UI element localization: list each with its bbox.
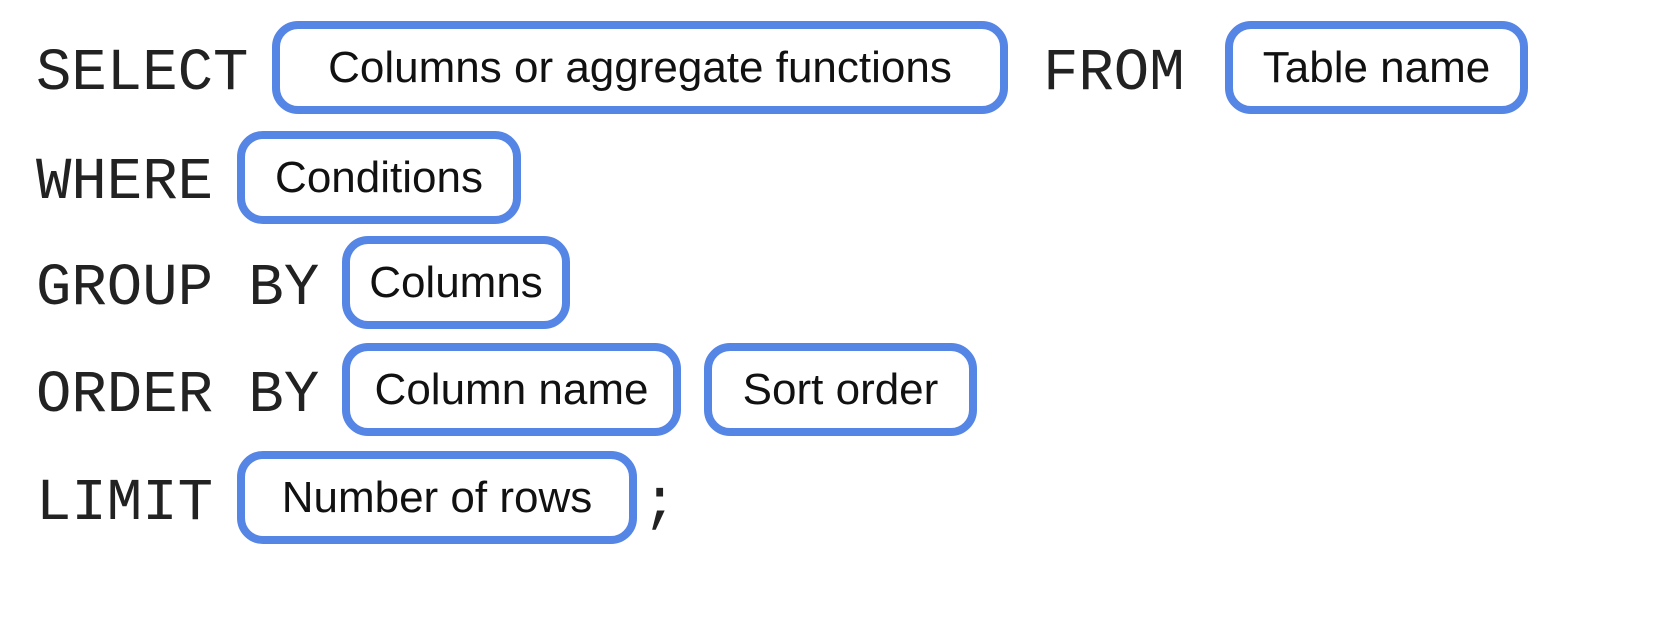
select-keyword: SELECT: [36, 40, 249, 107]
column-name-slot: Column name: [342, 343, 681, 436]
limit-keyword: LIMIT: [36, 470, 214, 537]
order-by-keyword: ORDER BY: [36, 362, 320, 429]
from-keyword: FROM: [1043, 40, 1185, 107]
conditions-slot: Conditions: [237, 131, 521, 224]
statement-terminator: ;: [642, 470, 678, 537]
group-by-columns-slot: Columns: [342, 236, 570, 329]
number-of-rows-slot: Number of rows: [237, 451, 637, 544]
sort-order-slot: Sort order: [704, 343, 977, 436]
select-columns-slot: Columns or aggregate functions: [272, 21, 1008, 114]
where-keyword: WHERE: [36, 149, 214, 216]
table-name-slot: Table name: [1225, 21, 1528, 114]
group-by-keyword: GROUP BY: [36, 255, 320, 322]
